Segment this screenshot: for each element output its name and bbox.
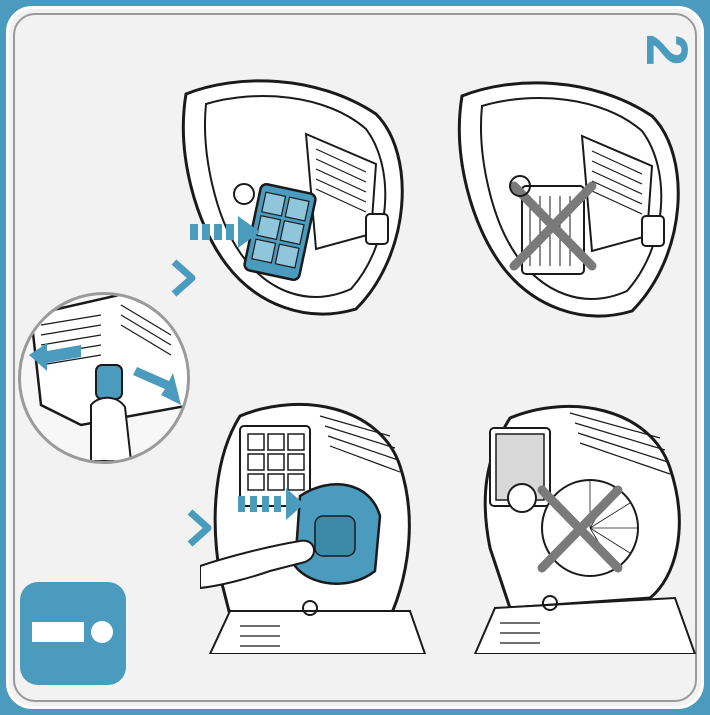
figure-filter-missing-wrong — [452, 76, 692, 326]
figure-cover-insert-correct — [200, 396, 430, 654]
exclamation-icon — [32, 621, 113, 643]
figure-filter-insert-correct — [176, 74, 416, 324]
important-badge — [20, 582, 126, 685]
cross-icon — [509, 181, 597, 271]
chevron-right-icon — [170, 258, 198, 298]
chevron-right-icon — [186, 508, 214, 548]
step-number: 2 — [634, 33, 699, 67]
detail-zoom-circle — [18, 292, 190, 464]
panel-border — [13, 13, 697, 702]
figure-cover-missing-wrong — [470, 398, 700, 654]
